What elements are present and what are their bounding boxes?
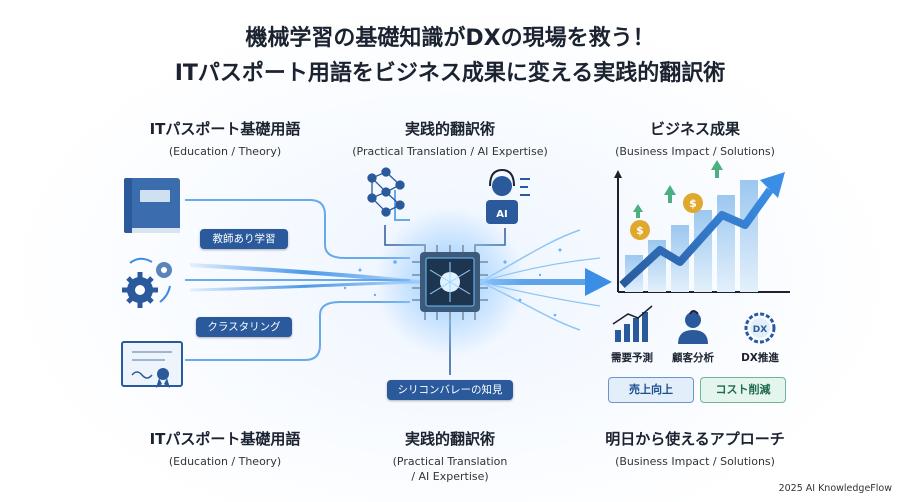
dollar-coin-icon: $ $ bbox=[630, 193, 703, 240]
certificate-icon bbox=[121, 341, 183, 388]
ai-expert-icon: AI bbox=[486, 168, 530, 224]
column-subheading: (Practical Translation / AI Expertise) bbox=[300, 454, 600, 484]
main-subtitle: ITパスポート用語をビジネス成果に変える実践的翻訳術 bbox=[174, 61, 726, 86]
column-translation-bottom: 実践的翻訳術 (Practical Translation / AI Exper… bbox=[300, 428, 600, 484]
column-theory-bottom: ITパスポート基礎用語 (Education / Theory) bbox=[75, 428, 375, 469]
column-subheading: (Business Impact / Solutions) bbox=[615, 455, 775, 468]
svg-text:$: $ bbox=[689, 197, 697, 210]
dx-icon: DX bbox=[744, 312, 776, 344]
footer-credit: 2025 AI KnowledgeFlow bbox=[778, 483, 892, 494]
pill-silicon-valley: シリコンバレーの知見 bbox=[387, 380, 513, 400]
pill-supervised-learning: 教師あり学習 bbox=[200, 229, 288, 249]
column-subheading: (Practical Translation / AI Expertise) bbox=[352, 145, 548, 158]
sparkles bbox=[343, 248, 562, 317]
result-sales-increase: 売上向上 bbox=[608, 377, 694, 403]
customer-analysis-icon bbox=[678, 310, 708, 344]
column-subheading: (Business Impact / Solutions) bbox=[615, 145, 775, 158]
column-subheading-line1: (Practical Translation bbox=[392, 455, 508, 468]
neural-network-icon bbox=[367, 167, 405, 217]
book-icon bbox=[124, 178, 180, 233]
column-subheading: (Education / Theory) bbox=[168, 455, 282, 468]
ai-chip-icon bbox=[375, 207, 525, 357]
outcome-demand-forecast: 需要予測 bbox=[611, 352, 653, 364]
outcome-customer-analysis: 顧客分析 bbox=[672, 352, 714, 364]
main-title: 機械学習の基礎知識がDXの現場を救う！ bbox=[245, 26, 655, 51]
column-theory-top: ITパスポート基礎用語 (Education / Theory) bbox=[75, 118, 375, 159]
column-subheading-line2: / AI Expertise) bbox=[411, 470, 489, 483]
column-approach-bottom: 明日から使えるアプローチ (Business Impact / Solution… bbox=[545, 428, 845, 469]
svg-text:$: $ bbox=[636, 224, 644, 237]
column-heading: ITパスポート基礎用語 bbox=[149, 430, 301, 448]
outcome-dx-promotion: DX推進 bbox=[741, 352, 779, 364]
column-subheading: (Education / Theory) bbox=[168, 145, 282, 158]
growth-chart-icon: $ $ bbox=[614, 160, 790, 293]
column-heading: 明日から使えるアプローチ bbox=[605, 430, 785, 448]
column-heading: ビジネス成果 bbox=[649, 120, 740, 138]
column-heading: 実践的翻訳術 bbox=[404, 430, 495, 448]
gears-icon bbox=[122, 257, 172, 308]
result-cost-reduction: コスト削減 bbox=[700, 377, 786, 403]
demand-forecast-icon bbox=[612, 305, 653, 342]
column-translation-top: 実践的翻訳術 (Practical Translation / AI Exper… bbox=[300, 118, 600, 159]
column-heading: ITパスポート基礎用語 bbox=[149, 120, 301, 138]
column-impact-top: ビジネス成果 (Business Impact / Solutions) bbox=[545, 118, 845, 159]
dx-badge: DX bbox=[753, 325, 767, 335]
pill-clustering: クラスタリング bbox=[196, 317, 292, 337]
column-heading: 実践的翻訳術 bbox=[404, 120, 495, 138]
ai-badge: AI bbox=[496, 209, 507, 220]
connector-lines bbox=[185, 190, 410, 361]
